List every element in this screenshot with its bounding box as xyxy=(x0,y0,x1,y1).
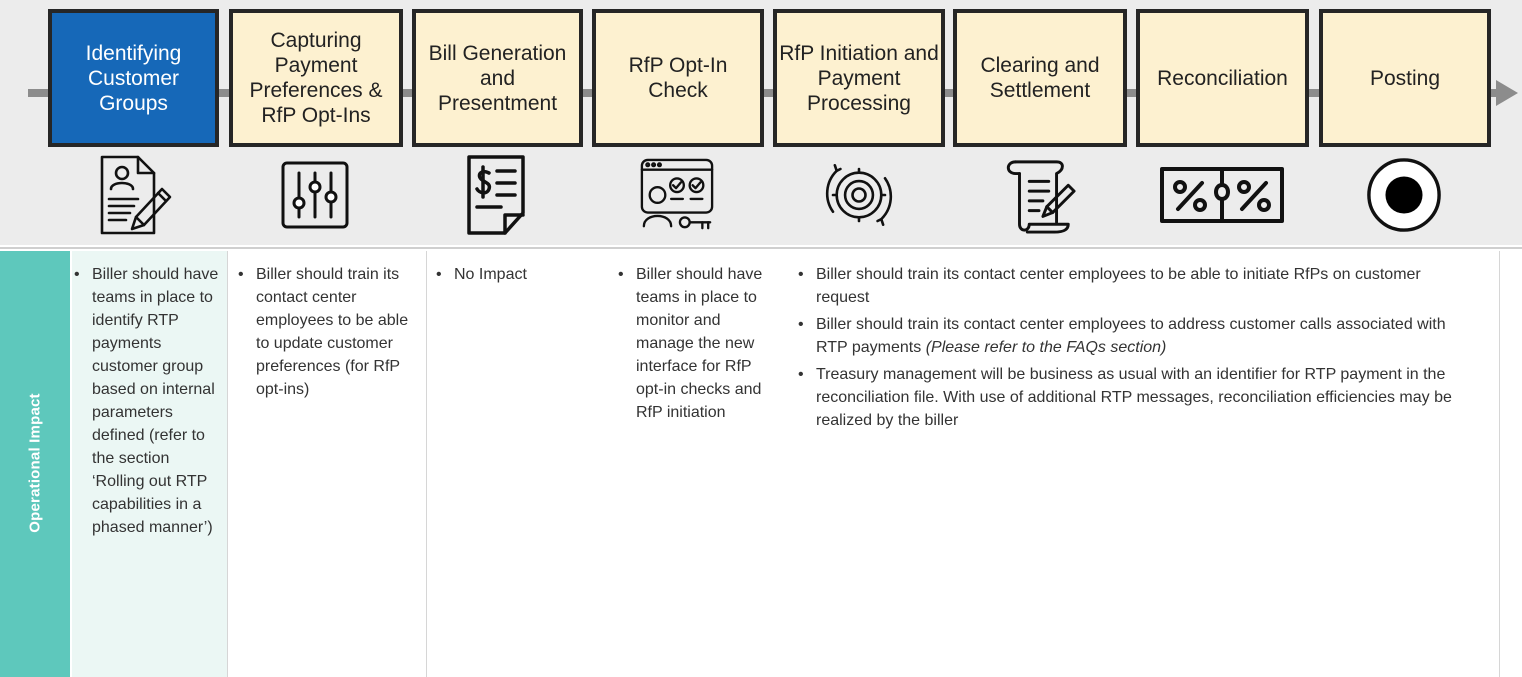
percent-puzzle-icon xyxy=(1152,152,1292,238)
step-bill-generation[interactable]: Bill Generation and Presentment xyxy=(412,9,583,147)
impact-capturing-preferences: Biller should train its contact center e… xyxy=(234,263,418,405)
step-label: RfP Opt-In Check xyxy=(628,54,728,102)
impact-rfp-initiation-onward: Biller should train its contact center e… xyxy=(794,263,1474,436)
step-identifying-customer-groups[interactable]: Identifying Customer Groups xyxy=(48,9,219,147)
step-rfp-opt-in-check[interactable]: RfP Opt-In Check xyxy=(592,9,764,147)
step-rfp-initiation[interactable]: RfP Initiation and Payment Processing xyxy=(773,9,945,147)
impact-bullet-text: Biller should train its contact center e… xyxy=(816,316,1446,356)
column-divider xyxy=(1499,251,1500,677)
impact-bullet: Biller should have teams in place to mon… xyxy=(614,263,769,424)
impact-bullet: No Impact xyxy=(432,263,582,286)
impact-bullet: Biller should train its contact center e… xyxy=(794,263,1474,309)
impact-bullet: Biller should train its contact center e… xyxy=(794,313,1474,359)
section-divider xyxy=(0,247,1522,249)
step-capturing-payment-preferences[interactable]: Capturing Payment Preferences & RfP Opt-… xyxy=(229,9,403,147)
gear-cycle-icon xyxy=(820,152,898,238)
bill-document-icon xyxy=(457,152,535,238)
step-label: Reconciliation xyxy=(1157,66,1288,90)
step-label: RfP Initiation and Payment Processing xyxy=(779,41,939,115)
faq-reference: (Please refer to the FAQs section) xyxy=(925,339,1167,356)
step-label: Bill Generation and Presentment xyxy=(428,41,567,115)
column-divider xyxy=(227,251,228,677)
sliders-icon xyxy=(276,152,354,238)
impact-bullet: Biller should train its contact center e… xyxy=(234,263,418,401)
impact-bullet: Treasury management will be business as … xyxy=(794,363,1474,432)
step-label: Identifying Customer Groups xyxy=(85,41,182,115)
impact-identifying-customer-groups: Biller should have teams in place to ide… xyxy=(70,263,220,543)
scroll-contract-icon xyxy=(1000,152,1078,238)
record-dot-icon xyxy=(1365,152,1443,238)
impact-bullet: Biller should have teams in place to ide… xyxy=(70,263,220,539)
step-posting[interactable]: Posting xyxy=(1319,9,1491,147)
step-label: Capturing Payment Preferences & RfP Opt-… xyxy=(249,29,383,127)
row-header-label: Operational Impact xyxy=(26,393,44,533)
access-check-icon xyxy=(638,152,716,238)
arrow-right-icon xyxy=(1496,80,1518,106)
step-label: Clearing and Settlement xyxy=(980,54,1100,102)
step-clearing-settlement[interactable]: Clearing and Settlement xyxy=(953,9,1127,147)
step-reconciliation[interactable]: Reconciliation xyxy=(1136,9,1309,147)
impact-rfp-opt-in-check: Biller should have teams in place to mon… xyxy=(614,263,769,428)
step-label: Posting xyxy=(1369,66,1441,90)
customer-profile-edit-icon xyxy=(95,152,173,238)
column-divider xyxy=(426,251,427,677)
impact-bill-generation: No Impact xyxy=(432,263,582,290)
row-header xyxy=(0,251,70,677)
